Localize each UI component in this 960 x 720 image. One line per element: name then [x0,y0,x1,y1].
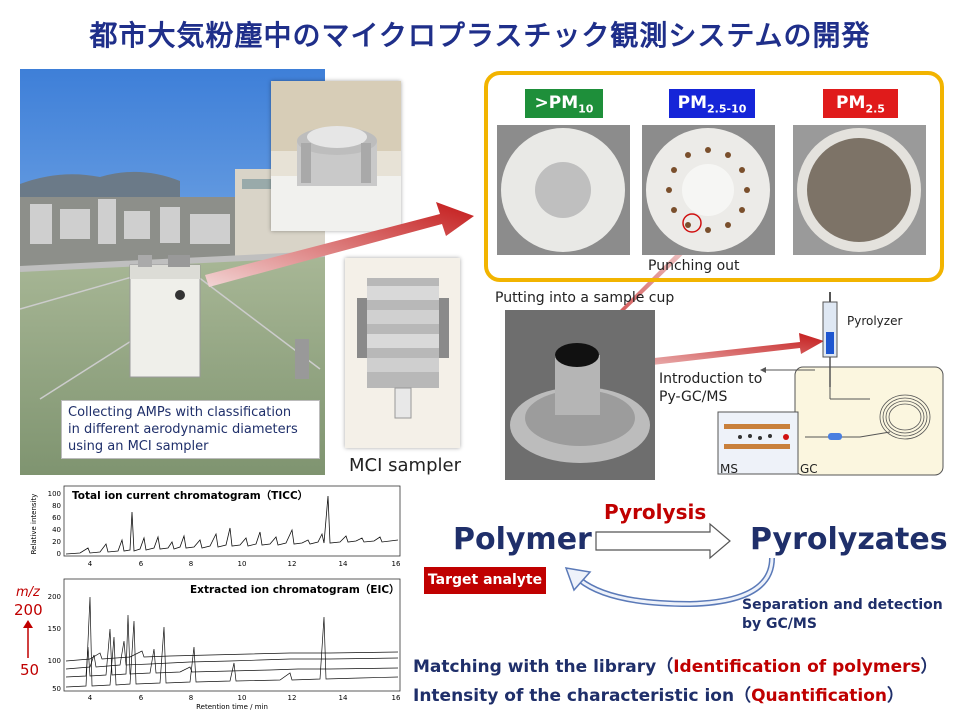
identification-highlight: Identification of polymers [673,657,921,677]
mz-low-value: 50 [20,661,40,679]
intensity-suffix: ） [887,686,905,706]
pyrolyzer-label: Pyrolyzer [847,314,903,328]
separation-line: by GC/MS [742,616,817,632]
flow-arrows [564,522,775,608]
badge-sub: 10 [578,102,594,116]
ticc-xtick: 14 [339,560,348,568]
pm-fraction-box [484,71,944,282]
target-analyte-badge: Target analyte [424,567,546,594]
matching-line-quantification: Intensity of the characteristic ion（Quan… [413,681,904,706]
badge-sub: 2.5 [865,102,885,116]
badge-sub: 2.5-10 [707,102,747,116]
eic-xtick: 8 [189,694,193,702]
py-gcms-schematic [717,292,944,476]
caption-line: using an MCI sampler [68,439,209,454]
filter-photo-pm2-5 [793,125,926,255]
ticc-xtick: 16 [392,560,401,568]
separation-label: Separation and detection by GC/MS [742,596,943,634]
eic-xtick: 6 [139,694,144,702]
mz-high-value: 200 [14,601,43,619]
eic-xtick: 14 [339,694,348,702]
sample-cup-label: Putting into a sample cup [495,290,675,306]
quantification-highlight: Quantification [751,686,888,706]
eic-xtick: 10 [238,694,247,702]
sample-cup-photo [505,310,655,480]
mci-sampler-label: MCI sampler [349,455,461,476]
badge-label: PM [677,93,708,113]
matching-prefix: Matching with the library（ [413,657,674,677]
intro-line: Introduction to [659,371,763,387]
eic-ytick: 150 [48,625,61,633]
ticc-xtick: 6 [139,560,144,568]
ms-label: MS [720,462,738,476]
eic-title: Extracted ion chromatogram（EIC） [190,583,400,596]
eic-trace [65,596,399,688]
ticc-trace [65,495,399,555]
ticc-chromatogram: Relative intensity 100 80 60 40 20 0 4 6… [30,485,401,568]
eic-trace [65,614,399,678]
ticc-ytick: 20 [52,538,61,546]
badge-label: >PM [534,93,579,113]
sampler-inlet-photo [271,81,401,231]
eic-xtick: 16 [392,694,401,702]
badge-label: PM [836,93,866,113]
eic-xlabel: Retention time / min [196,703,268,711]
ticc-title: Total ion current chromatogram（TICC） [72,489,308,502]
arrow-to-filters [205,202,474,287]
introduction-label: Introduction to Py-GC/MS [659,370,762,406]
caption-line: in different aerodynamic diameters [68,422,298,437]
eic-ytick: 200 [48,593,61,601]
filter-photo-pm10-coarse [497,125,630,255]
ticc-xtick: 4 [88,560,93,568]
ticc-xtick: 12 [288,560,297,568]
matching-line-identification: Matching with the library（Identification… [413,652,938,677]
badge-pm2-5-10: PM2.5-10 [669,89,755,118]
filter-photo-pm2-5-10 [642,125,775,255]
eic-trace [65,640,399,670]
eic-chromatogram: 200 150 100 50 4 6 8 10 12 14 16 Retenti… [48,578,401,711]
ticc-ytick: 80 [52,502,61,510]
mz-direction-arrow [23,620,33,658]
badge-pm10-coarse: >PM10 [525,89,603,118]
ticc-ytick: 60 [52,514,61,522]
eic-xtick: 4 [88,694,93,702]
intensity-prefix: Intensity of the characteristic ion（ [413,686,752,706]
eic-ytick: 50 [52,685,61,693]
intro-line: Py-GC/MS [659,389,728,405]
badge-pm2-5: PM2.5 [823,89,898,118]
punching-out-label: Punching out [648,258,740,274]
ticc-xtick: 8 [189,560,193,568]
ticc-ylabel: Relative intensity [30,494,38,555]
gc-label: GC [800,462,818,476]
eic-ytick: 100 [48,657,61,665]
pyrolyzates-label: Pyrolyzates [750,522,948,557]
collection-caption: Collecting AMPs with classification in d… [61,400,320,459]
ticc-ytick: 100 [48,490,61,498]
ticc-xtick: 10 [238,560,247,568]
eic-trace [65,650,399,662]
mci-sampler-photo [345,258,460,448]
ticc-ytick: 40 [52,526,61,534]
eic-xtick: 12 [288,694,297,702]
ticc-ytick: 0 [57,550,61,558]
separation-line: Separation and detection [742,597,943,613]
matching-suffix: ） [920,657,938,677]
caption-line: Collecting AMPs with classification [68,405,292,420]
pyrolysis-label: Pyrolysis [604,500,707,524]
polymer-label: Polymer [453,522,592,557]
mz-axis-label: m/z [16,585,40,600]
pyrolysis-arrow [595,522,731,560]
page-title: 都市大気粉塵中のマイクロプラスチック観測システムの開発 [89,19,871,52]
